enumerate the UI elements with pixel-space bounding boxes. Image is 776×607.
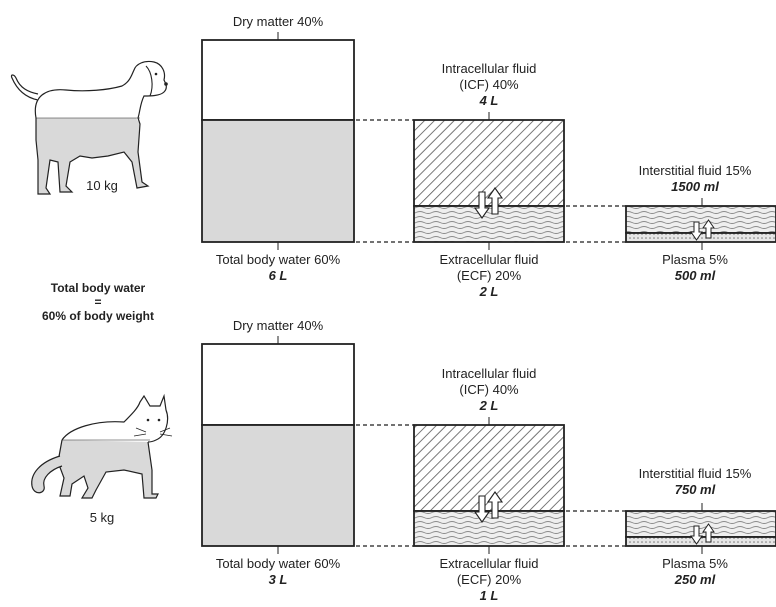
dog-icf-label-line1: Intracellular fluid [441, 61, 537, 76]
summary-line-1: Total body water [50, 281, 146, 295]
dog-plasma-label: Plasma 5% [662, 252, 728, 267]
summary-equals: = [94, 295, 102, 309]
cat-plasma-box [625, 536, 776, 547]
cat-ecf-label-line2: (ECF) 20% [456, 572, 522, 587]
cat-isf-label: Interstitial fluid 15% [638, 466, 752, 481]
dog-icf-ecf-exchange-arrows [473, 187, 504, 219]
cat-icf-value: 2 L [479, 398, 499, 413]
cat-ecf-box [413, 510, 565, 547]
dog-plasma-box [625, 232, 776, 243]
cat-interstitial-box [625, 510, 776, 538]
cat-total-water-box [201, 424, 355, 547]
cat-dry-matter-box [201, 343, 355, 426]
cat-ecf-value: 1 L [479, 588, 499, 603]
dog-ecf-value: 2 L [479, 284, 499, 299]
dog-total-water-box [201, 119, 355, 243]
dog-isf-label: Interstitial fluid 15% [638, 163, 752, 178]
dog-illustration [10, 60, 168, 195]
dog-ecf-box [413, 205, 565, 243]
dog-tbw-label: Total body water 60% [215, 252, 341, 267]
dog-ecf-label-line1: Extracellular fluid [439, 252, 539, 267]
cat-plasma-value: 250 ml [674, 572, 716, 587]
cat-weight-label: 5 kg [89, 510, 115, 525]
cat-tbw-label: Total body water 60% [215, 556, 341, 571]
dog-weight-label: 10 kg [86, 178, 118, 193]
cat-plasma-label: Plasma 5% [662, 556, 728, 571]
dog-dry-matter-label: Dry matter 40% [232, 14, 324, 29]
cat-icf-ecf-exchange-arrows [473, 491, 504, 523]
cat-isf-value: 750 ml [674, 482, 716, 497]
cat-dry-matter-label: Dry matter 40% [232, 318, 324, 333]
cat-isf-plasma-exchange-arrows [690, 523, 715, 545]
dog-isf-value: 1500 ml [671, 179, 719, 194]
cat-icf-box [413, 424, 565, 512]
summary-line-3: 60% of body weight [41, 309, 154, 323]
cat-ecf-label-line1: Extracellular fluid [439, 556, 539, 571]
dog-plasma-value: 500 ml [674, 268, 716, 283]
dog-icf-box [413, 119, 565, 207]
dog-isf-plasma-exchange-arrows [690, 219, 715, 241]
dog-ecf-label-line2: (ECF) 20% [456, 268, 522, 283]
cat-tbw-value: 3 L [268, 572, 288, 587]
cat-illustration [31, 393, 173, 499]
dog-tbw-value: 6 L [268, 268, 288, 283]
dog-icf-value: 4 L [479, 93, 499, 108]
cat-icf-label-line1: Intracellular fluid [441, 366, 537, 381]
cat-icf-label-line2: (ICF) 40% [459, 382, 519, 397]
dog-dry-matter-box [201, 39, 355, 121]
dog-interstitial-box [625, 205, 776, 234]
dog-icf-label-line2: (ICF) 40% [459, 77, 519, 92]
